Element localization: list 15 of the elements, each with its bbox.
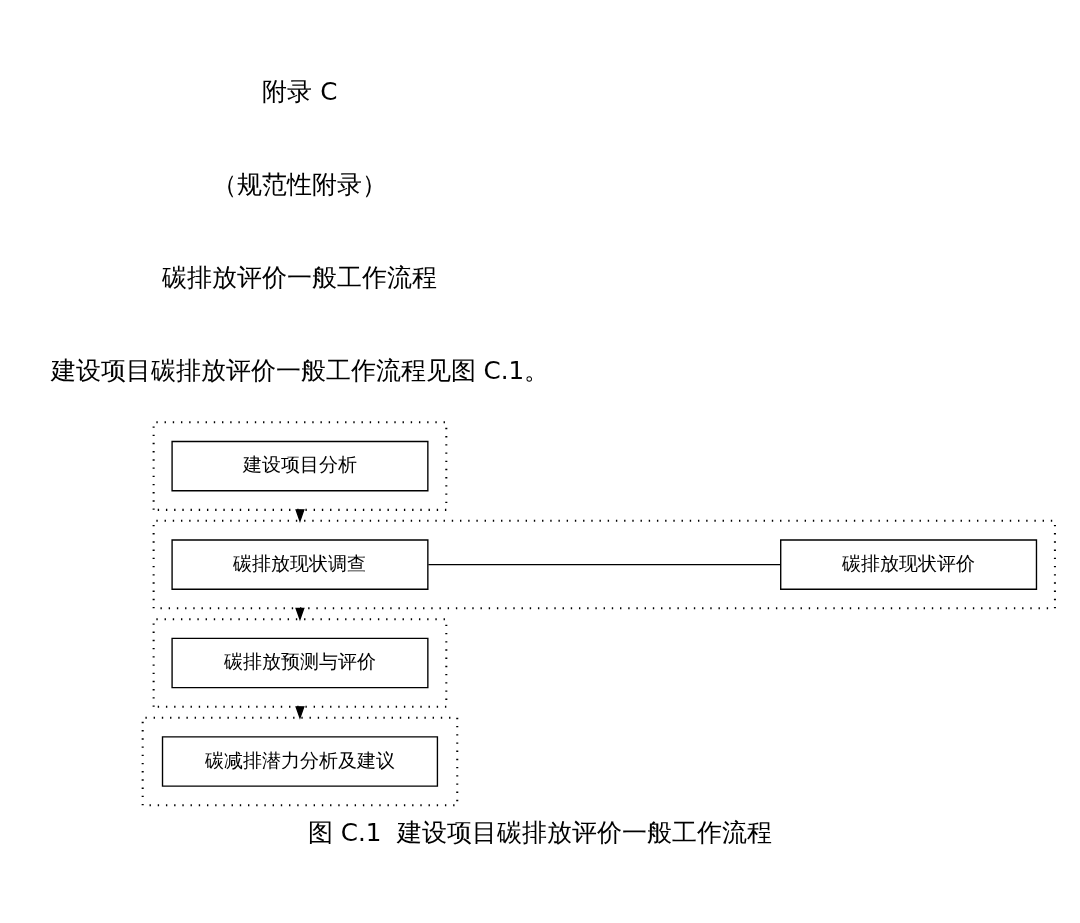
label: 附录 C: [262, 76, 338, 106]
label: （规范性附录）: [212, 169, 388, 199]
cluster: [152, 617, 448, 708]
diagram-title: 碳排放评价一般工作流程: [162, 262, 438, 292]
cluster: [141, 716, 459, 806]
connector: [427, 563, 782, 565]
node-box: 碳排放现状调查: [171, 538, 429, 590]
node-box: 建设项目分析: [171, 440, 429, 491]
cluster: [152, 519, 1056, 609]
caption: 图 C.1 建设项目碳排放评价一般工作流程: [307, 817, 773, 847]
node-box: 碳排放现状评价: [780, 538, 1038, 590]
node-box: 碳排放预测与评价: [171, 637, 429, 688]
label: 建设项目碳排放评价一般工作流程见图 C.1。: [50, 355, 550, 385]
node-box: 碳减排潜力分析及建议: [161, 735, 439, 787]
cluster: [152, 420, 448, 511]
